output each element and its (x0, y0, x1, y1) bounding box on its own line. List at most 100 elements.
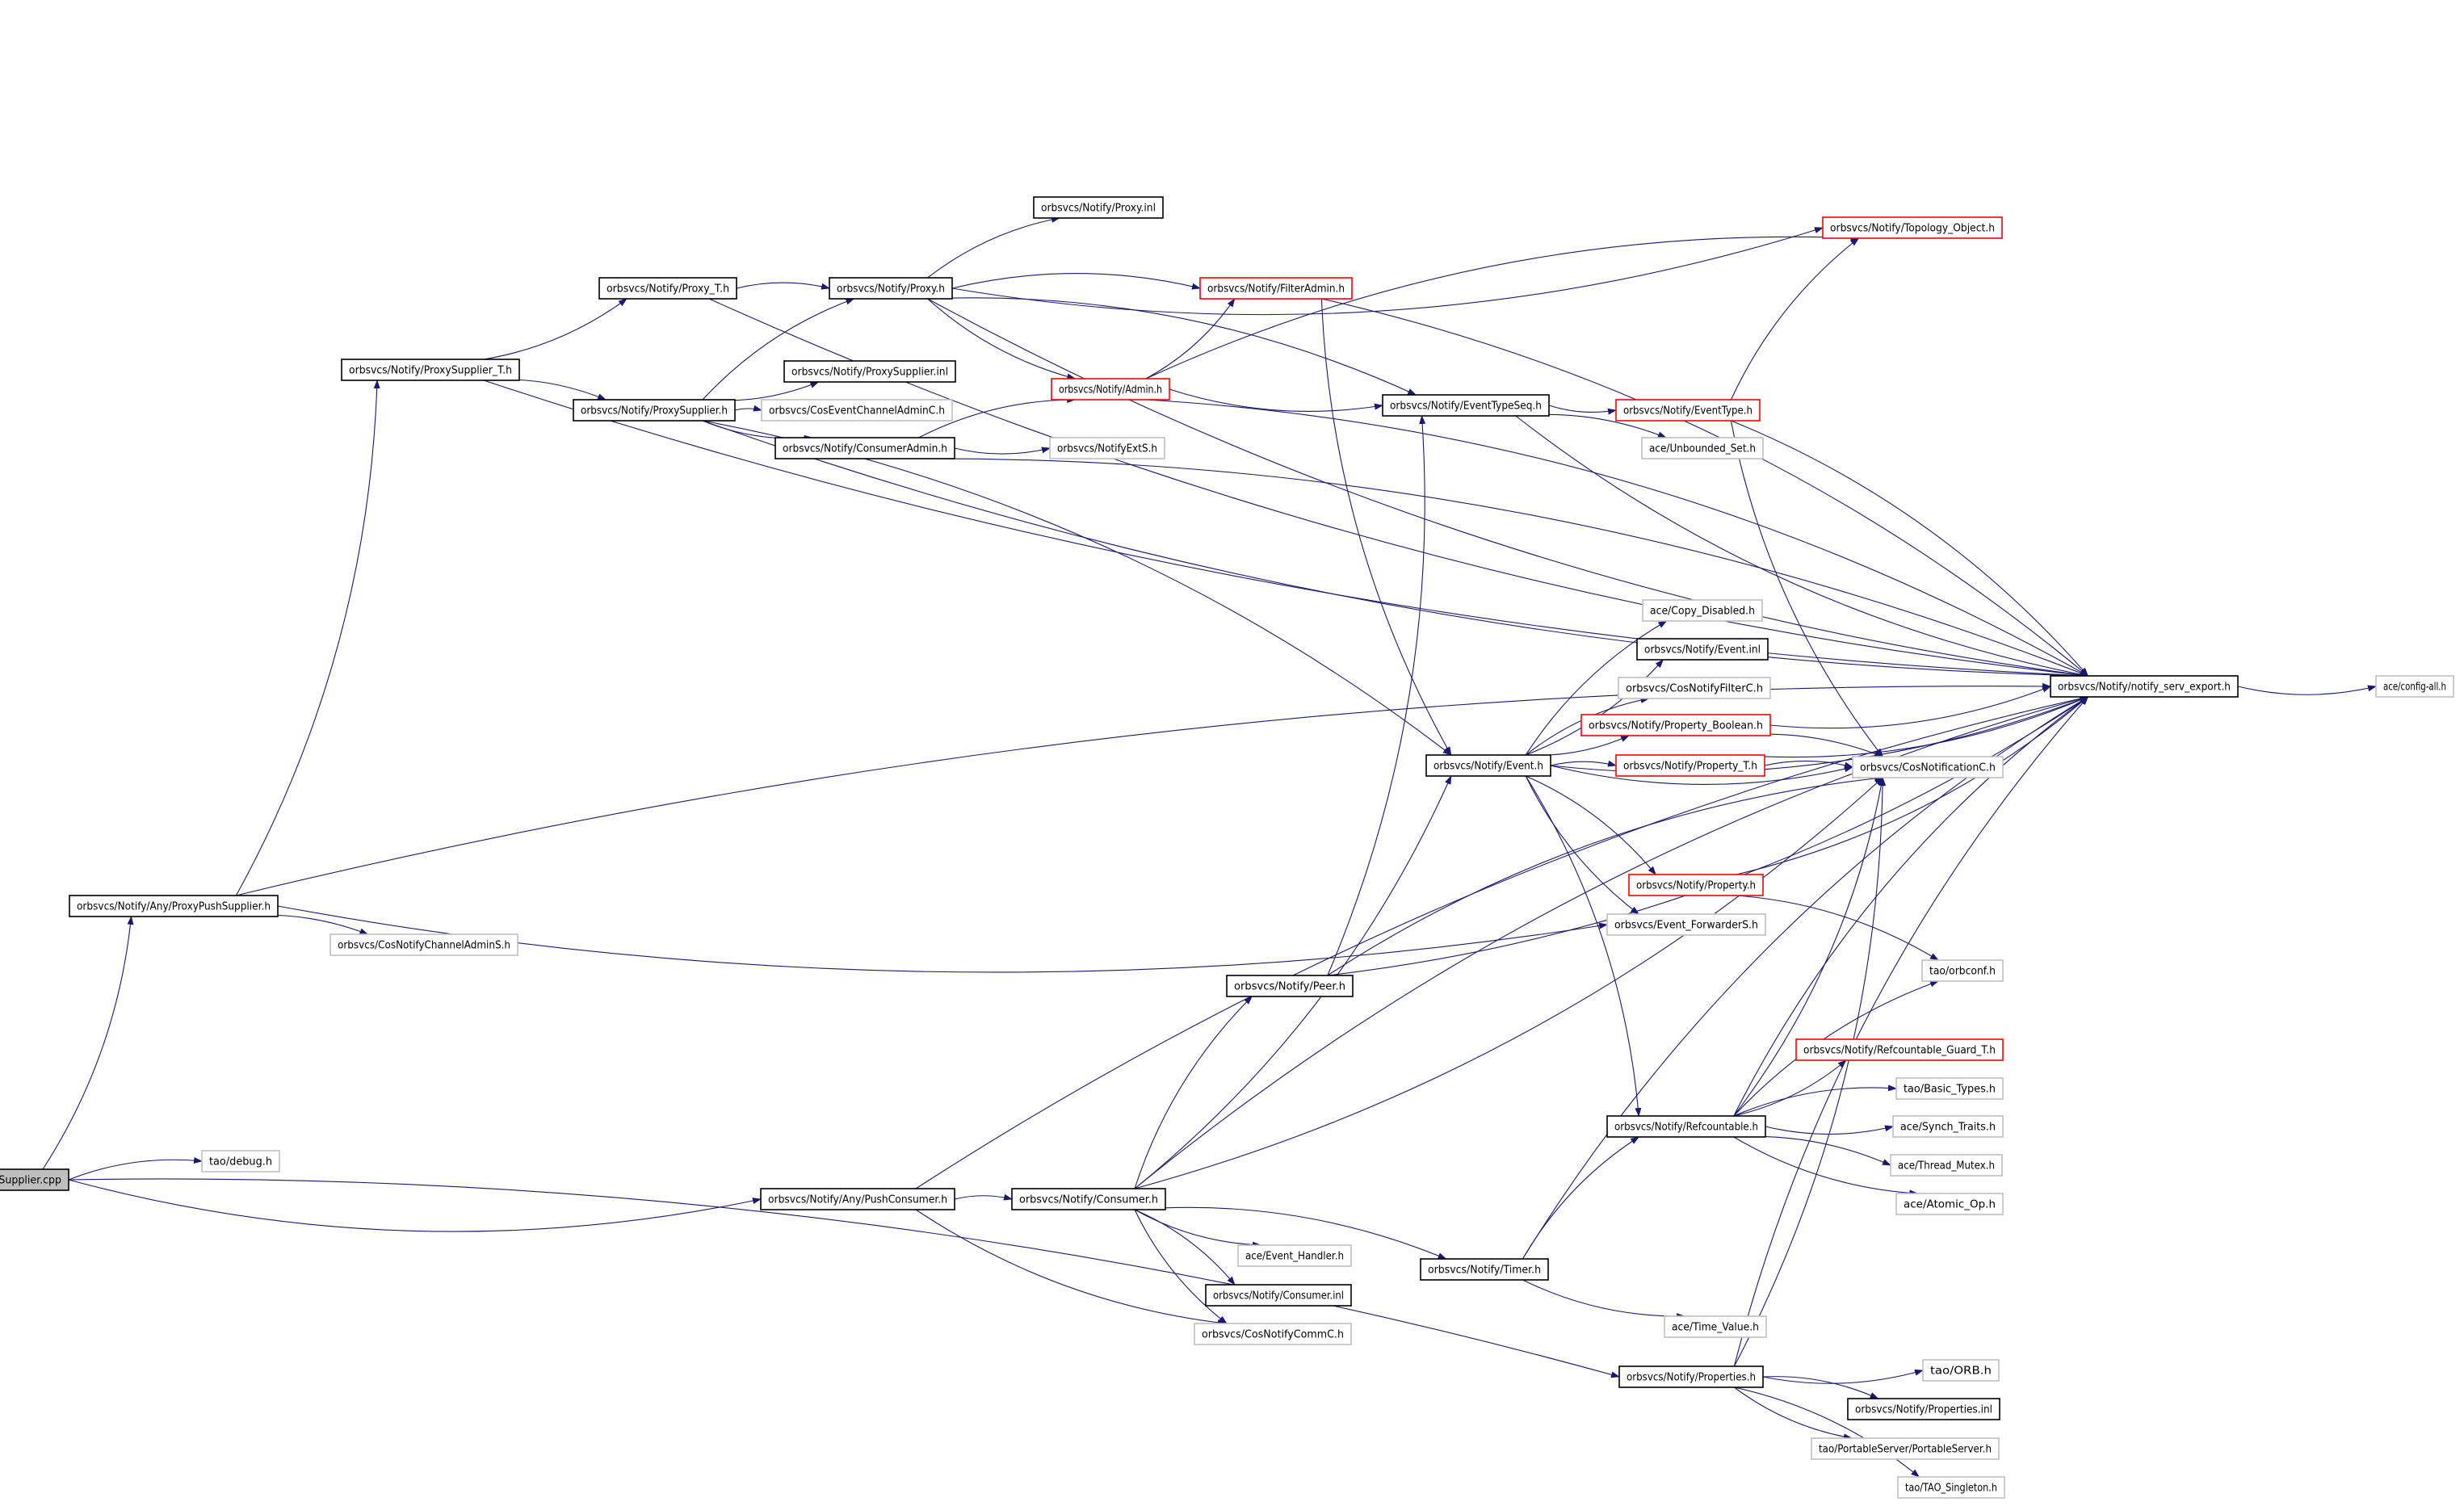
node-box (760, 1188, 955, 1210)
node-tao-orb-h[interactable]: tao/ORB.h (1922, 1359, 2000, 1382)
edge-event-h-to-refcountable-h (1525, 775, 1642, 1117)
edge-properties-h-to-cos-notification-ch (1733, 777, 1887, 1367)
edge-property-boolean-h-to-notify-serv-export-h (1769, 686, 2051, 729)
node-any-push-consumer-h[interactable]: orbsvcs/Notify/Any/PushConsumer.h (760, 1188, 955, 1210)
node-box (1847, 1398, 2000, 1420)
node-tao-singleton-h[interactable]: tao/TAO_Singleton.h (1897, 1476, 2005, 1499)
edge-consumer-admin-h-to-notify-ext-sh (954, 447, 1051, 455)
node-config-all-h[interactable]: ace/config-all.h (2375, 675, 2454, 698)
node-event-h[interactable]: orbsvcs/Notify/Event.h (1425, 754, 1551, 777)
node-cos-notification-ch[interactable]: orbsvcs/CosNotificationC.h (1852, 756, 2004, 778)
node-proxy-supplier-inl[interactable]: orbsvcs/Notify/ProxySupplier.inl (783, 360, 956, 383)
node-tao-basic-types-h[interactable]: tao/Basic_Types.h (1895, 1077, 2004, 1100)
node-box (1615, 754, 1765, 777)
node-label: orbsvcs/Notify/Property_Boolean.h (1589, 720, 1763, 732)
edge-proxy-supplier-h-to-proxy-supplier-inl (702, 381, 820, 401)
node-box (1615, 399, 1761, 422)
node-label: orbsvcs/Notify/Admin.h (1059, 384, 1162, 396)
node-proxy-inl[interactable]: orbsvcs/Notify/Proxy.inl (1033, 196, 1164, 219)
node-box (1618, 677, 1771, 699)
node-cos-event-channel-admin-ch[interactable]: orbsvcs/CosEventChannelAdminC.h (761, 399, 953, 422)
node-consumer-inl[interactable]: orbsvcs/Notify/Consumer.inl (1205, 1284, 1352, 1307)
edge-consumer-h-to-cos-notify-comm-ch (1134, 1209, 1228, 1324)
node-root[interactable]: ProxyPushSupplier.cpp (0, 1168, 69, 1191)
edge-proxy-supplier-h-to-notify-serv-export-h (702, 420, 2089, 679)
edge-proxy-h-to-notify-serv-export-h (927, 298, 2089, 678)
edge-admin-h-to-filter-admin-h (1145, 298, 1236, 380)
edge-any-push-consumer-h-to-cos-notify-comm-ch (915, 1209, 1227, 1326)
node-label: orbsvcs/Notify/Properties.h (1627, 1372, 1756, 1384)
node-notify-serv-export-h[interactable]: orbsvcs/Notify/notify_serv_export.h (2050, 675, 2239, 698)
node-box (1606, 913, 1766, 936)
edge-proxy-supplier-h-to-consumer-admin-h (702, 420, 813, 442)
node-unbounded-set-h[interactable]: ace/Unbounded_Set.h (1641, 437, 1764, 459)
node-box (1237, 1244, 1352, 1267)
node-box (1922, 1359, 2000, 1382)
edge-property-boolean-h-to-cos-notification-ch (1732, 733, 1884, 757)
node-box (573, 399, 736, 422)
node-synch-traits-h[interactable]: ace/Synch_Traits.h (1892, 1115, 2004, 1138)
node-properties-inl[interactable]: orbsvcs/Notify/Properties.inl (1847, 1398, 2000, 1420)
edge-properties-h-to-properties-inl (1762, 1376, 1879, 1399)
node-topology-object-h[interactable]: orbsvcs/Notify/Topology_Object.h (1822, 216, 2003, 239)
edge-refcountable-h-to-tao-orbconf-h (1733, 980, 1939, 1117)
edge-proxy-th-to-notify-serv-export-h (708, 298, 2089, 678)
edge-event-h-to-copy-disabled-h (1525, 620, 1668, 756)
node-label: orbsvcs/Notify/Event.inl (1644, 644, 1761, 657)
node-box (1641, 437, 1764, 459)
node-cos-notify-channel-admin-sh[interactable]: orbsvcs/CosNotifyChannelAdminS.h (330, 933, 518, 956)
edge-proxy-h-to-admin-h (927, 298, 1077, 380)
node-label: orbsvcs/Notify/Property.h (1636, 880, 1756, 892)
node-consumer-h[interactable]: orbsvcs/Notify/Consumer.h (1011, 1188, 1166, 1210)
node-peer-h[interactable]: orbsvcs/Notify/Peer.h (1226, 975, 1354, 997)
node-box (1642, 599, 1763, 622)
node-consumer-admin-h[interactable]: orbsvcs/Notify/ConsumerAdmin.h (774, 437, 955, 459)
node-proxy-th[interactable]: orbsvcs/Notify/Proxy_T.h (598, 277, 737, 300)
edge-proxy-supplier-h-to-proxy-h (702, 298, 855, 401)
edge-property-h-to-tao-orbconf-h (1736, 895, 1939, 961)
node-property-th[interactable]: orbsvcs/Notify/Property_T.h (1615, 754, 1765, 777)
node-refcountable-guard-th[interactable]: orbsvcs/Notify/Refcountable_Guard_T.h (1795, 1038, 2004, 1061)
node-box (69, 895, 279, 917)
node-any-proxy-push-supplier-h[interactable]: orbsvcs/Notify/Any/ProxyPushSupplier.h (69, 895, 279, 917)
node-event-handler-h[interactable]: ace/Event_Handler.h (1237, 1244, 1352, 1267)
node-property-h[interactable]: orbsvcs/Notify/Property.h (1628, 874, 1764, 896)
node-label: orbsvcs/Notify/Event.h (1433, 761, 1543, 773)
node-refcountable-h[interactable]: orbsvcs/Notify/Refcountable.h (1606, 1115, 1766, 1138)
node-proxy-supplier-h[interactable]: orbsvcs/Notify/ProxySupplier.h (573, 399, 736, 422)
node-proxy-h[interactable]: orbsvcs/Notify/Proxy.h (829, 277, 953, 300)
node-event-type-seq-h[interactable]: orbsvcs/Notify/EventTypeSeq.h (1382, 394, 1550, 417)
node-copy-disabled-h[interactable]: ace/Copy_Disabled.h (1642, 599, 1763, 622)
node-tao-debug-h[interactable]: tao/debug.h (201, 1150, 280, 1172)
edge-consumer-admin-h-to-notify-serv-export-h (918, 458, 2089, 677)
node-thread-mutex-h[interactable]: ace/Thread_Mutex.h (1890, 1154, 2003, 1177)
node-timer-h[interactable]: orbsvcs/Notify/Timer.h (1420, 1258, 1549, 1281)
edge-notify-serv-export-h-to-config-all-h (2237, 685, 2377, 695)
edge-layer (42, 216, 2377, 1478)
node-time-value-h[interactable]: ace/Time_Value.h (1664, 1315, 1767, 1338)
node-box (1852, 756, 2004, 778)
node-cos-notify-filter-ch[interactable]: orbsvcs/CosNotifyFilterC.h (1618, 677, 1771, 699)
edge-property-th-to-cos-notification-ch (1764, 760, 1853, 769)
node-label: ace/Atomic_Op.h (1904, 1199, 1996, 1211)
node-event-forwarder-sh[interactable]: orbsvcs/Event_ForwarderS.h (1606, 913, 1766, 936)
node-event-inl[interactable]: orbsvcs/Notify/Event.inl (1636, 638, 1769, 661)
node-proxy-supplier-th[interactable]: orbsvcs/Notify/ProxySupplier_T.h (341, 359, 520, 381)
node-properties-h[interactable]: orbsvcs/Notify/Properties.h (1618, 1365, 1764, 1388)
node-filter-admin-h[interactable]: orbsvcs/Notify/FilterAdmin.h (1199, 277, 1353, 300)
node-label: orbsvcs/Notify/Properties.inl (1855, 1404, 1992, 1416)
edge-consumer-h-to-event-handler-h (1134, 1209, 1261, 1248)
node-cos-notify-comm-ch[interactable]: orbsvcs/CosNotifyCommC.h (1194, 1323, 1352, 1345)
node-event-type-h[interactable]: orbsvcs/Notify/EventType.h (1615, 399, 1761, 422)
node-box (1628, 874, 1764, 896)
node-notify-ext-sh[interactable]: orbsvcs/NotifyExtS.h (1049, 437, 1165, 459)
node-box (1199, 277, 1353, 300)
node-portable-server-h[interactable]: tao/PortableServer/PortableServer.h (1811, 1437, 2000, 1460)
node-admin-h[interactable]: orbsvcs/Notify/Admin.h (1051, 378, 1170, 401)
edge-consumer-h-to-peer-h (1134, 996, 1253, 1189)
node-box (1890, 1154, 2003, 1177)
node-label: tao/ORB.h (1930, 1365, 1992, 1378)
node-tao-orbconf-h[interactable]: tao/orbconf.h (1921, 959, 2004, 982)
node-property-boolean-h[interactable]: orbsvcs/Notify/Property_Boolean.h (1580, 714, 1771, 736)
node-atomic-op-h[interactable]: ace/Atomic_Op.h (1895, 1193, 2004, 1215)
